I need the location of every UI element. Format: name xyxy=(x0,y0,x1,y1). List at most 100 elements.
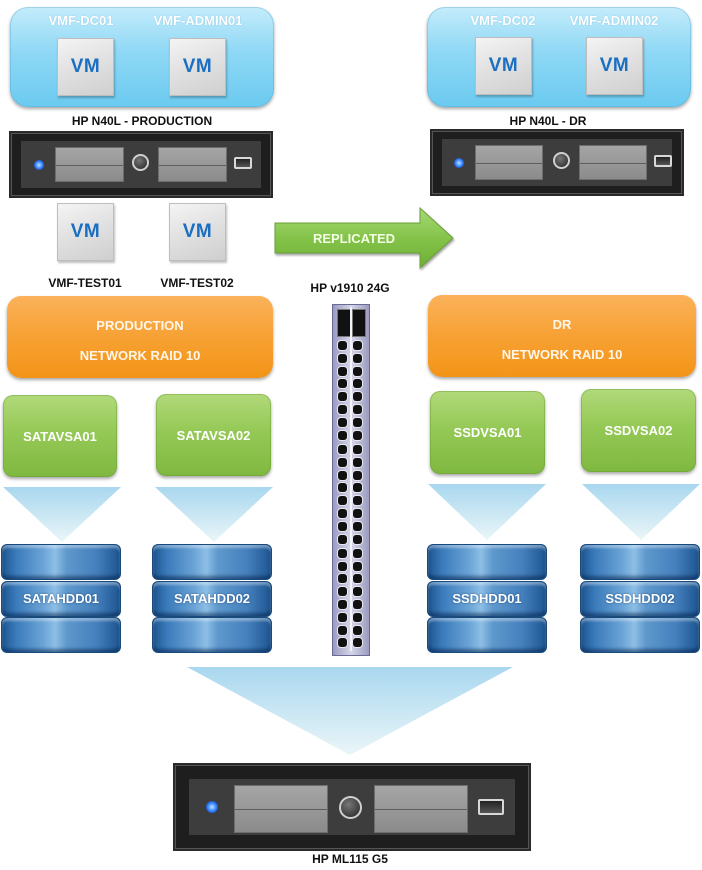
ethernet-port-icon xyxy=(353,638,362,648)
disk-platter xyxy=(152,581,272,617)
ethernet-port-icon xyxy=(338,574,347,584)
vsa-label: SSDVSA01 xyxy=(453,425,522,440)
funnel-arrow-icon xyxy=(155,487,273,542)
power-button-icon xyxy=(132,154,149,171)
disk-stack-satahdd02[interactable]: SATAHDD02 xyxy=(152,544,272,654)
drive-bay xyxy=(579,145,647,180)
vm-test01-icon[interactable]: VM xyxy=(57,203,114,261)
ethernet-port-icon xyxy=(353,341,362,350)
ethernet-port-icon xyxy=(338,587,347,597)
ethernet-port-icon xyxy=(338,405,347,414)
vm-name-label: VMF-DC02 xyxy=(470,13,536,28)
dr-host-label: HP N40L - DR xyxy=(509,114,587,128)
vm-admin02-icon[interactable]: VM xyxy=(586,37,643,95)
uplink-port-icon xyxy=(352,309,366,337)
ethernet-port-icon xyxy=(338,457,347,467)
vm-dc02-icon[interactable]: VM xyxy=(475,37,532,95)
disk-platter xyxy=(1,544,121,580)
ethernet-port-icon xyxy=(353,600,362,609)
ethernet-port-icon xyxy=(353,379,362,389)
usb-port-icon xyxy=(654,155,672,167)
vsa-node-ssdvsa01[interactable]: SSDVSA01 xyxy=(430,391,545,474)
ethernet-port-icon xyxy=(338,379,347,389)
drive-bay xyxy=(55,147,124,182)
vsa-node-satavsa01[interactable]: SATAVSA01 xyxy=(3,395,117,477)
vm-icon-text: VM xyxy=(182,221,213,242)
dr-host-vm-container xyxy=(427,7,691,107)
disk-label: SATAHDD02 xyxy=(173,591,251,606)
ethernet-port-icon xyxy=(338,417,347,427)
ethernet-port-icon xyxy=(338,612,347,622)
switch-divider xyxy=(350,307,352,651)
vsa-node-ssdvsa02[interactable]: SSDVSA02 xyxy=(581,389,696,472)
raid-cluster-title: PRODUCTION xyxy=(96,318,184,333)
vm-icon-text: VM xyxy=(599,55,630,76)
network-switch-icon[interactable] xyxy=(332,304,370,656)
ethernet-port-icon xyxy=(353,366,362,376)
funnel-arrow-icon xyxy=(582,484,700,540)
ethernet-port-icon xyxy=(338,430,347,440)
ethernet-port-icon xyxy=(353,353,362,363)
drive-bay xyxy=(475,145,543,180)
vm-dc01-icon[interactable]: VM xyxy=(57,38,114,96)
ethernet-port-icon xyxy=(353,521,362,531)
backup-server-icon[interactable] xyxy=(173,763,531,851)
vsa-label: SSDVSA02 xyxy=(604,423,673,438)
funnel-arrow-icon xyxy=(428,484,546,540)
power-led-icon xyxy=(454,158,464,168)
ethernet-port-icon xyxy=(338,496,347,506)
vm-test02-icon[interactable]: VM xyxy=(169,203,226,261)
vm-name-label: VMF-ADMIN01 xyxy=(153,13,243,28)
disk-stack-ssdhdd02[interactable]: SSDHDD02 xyxy=(580,544,700,654)
disk-label: SSDHDD01 xyxy=(452,591,522,606)
power-led-icon xyxy=(34,160,44,170)
ethernet-port-icon xyxy=(353,625,362,635)
uplink-port-icon xyxy=(337,309,351,337)
drive-bay xyxy=(374,785,468,833)
ethernet-port-icon xyxy=(338,508,347,518)
disk-platter xyxy=(152,544,272,580)
ethernet-port-icon xyxy=(353,405,362,414)
raid-cluster-title: DR xyxy=(552,317,572,332)
power-led-icon xyxy=(206,801,218,813)
ethernet-port-icon xyxy=(353,587,362,597)
disk-platter xyxy=(580,581,700,617)
vm-name-label: VMF-DC01 xyxy=(48,13,114,28)
power-button-icon xyxy=(553,152,570,169)
disk-label: SSDHDD02 xyxy=(605,591,675,606)
ethernet-port-icon xyxy=(353,417,362,427)
power-button-icon xyxy=(339,796,362,819)
ethernet-port-icon xyxy=(338,548,347,558)
ethernet-port-icon xyxy=(353,457,362,467)
vsa-node-satavsa02[interactable]: SATAVSA02 xyxy=(156,394,271,476)
funnel-arrow-icon xyxy=(3,487,121,542)
ethernet-port-icon xyxy=(353,470,362,480)
usb-port-icon xyxy=(478,799,504,815)
disk-platter xyxy=(427,581,547,617)
ethernet-port-icon xyxy=(353,548,362,558)
replication-arrow-label: REPLICATED xyxy=(312,231,396,246)
vsa-label: SATAVSA02 xyxy=(176,427,251,443)
disk-stack-ssdhdd01[interactable]: SSDHDD01 xyxy=(427,544,547,654)
switch-port-panel xyxy=(333,305,369,655)
ethernet-port-icon xyxy=(353,430,362,440)
raid-cluster-subtitle: NETWORK RAID 10 xyxy=(501,347,623,362)
raid-cluster-subtitle: NETWORK RAID 10 xyxy=(79,348,201,363)
ethernet-port-icon xyxy=(338,625,347,635)
production-server-icon[interactable] xyxy=(9,131,273,198)
vm-admin01-icon[interactable]: VM xyxy=(169,38,226,96)
disk-platter xyxy=(427,544,547,580)
production-raid-cluster: PRODUCTION NETWORK RAID 10 xyxy=(7,296,273,378)
vm-name-label: VMF-ADMIN02 xyxy=(569,13,659,28)
ethernet-port-icon xyxy=(338,366,347,376)
disk-platter xyxy=(580,617,700,653)
disk-stack-satahdd01[interactable]: SATAHDD01 xyxy=(1,544,121,654)
vm-icon-text: VM xyxy=(182,56,213,77)
ethernet-port-icon xyxy=(353,561,362,571)
dr-server-icon[interactable] xyxy=(430,129,684,196)
ethernet-port-icon xyxy=(338,444,347,454)
vm-icon-text: VM xyxy=(70,56,101,77)
ethernet-port-icon xyxy=(338,483,347,493)
vm-test01-label: VMF-TEST01 xyxy=(48,276,122,290)
vm-icon-text: VM xyxy=(70,221,101,242)
